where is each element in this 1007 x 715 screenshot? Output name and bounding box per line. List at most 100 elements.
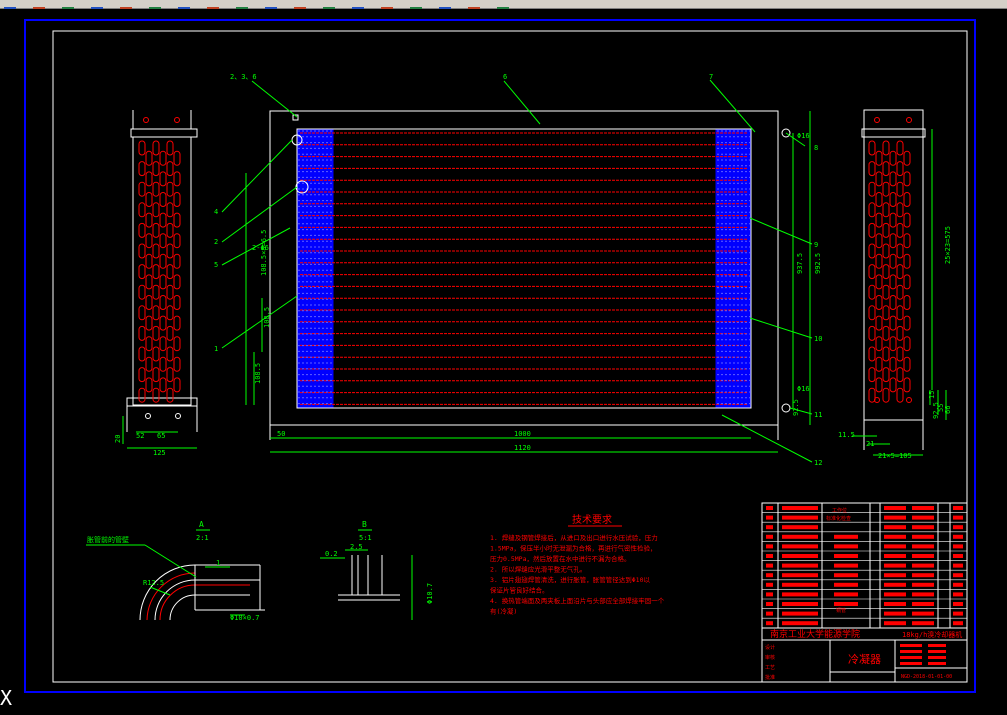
tb-entry <box>912 611 934 616</box>
dim-text: 2.5 <box>350 543 363 551</box>
dim-text: 25×23=575 <box>944 226 952 264</box>
tube-slot <box>159 295 167 310</box>
toolbar-icon[interactable] <box>410 0 422 9</box>
tube-slot <box>868 264 876 280</box>
tb-entry <box>782 602 818 606</box>
toolbar-icon[interactable] <box>294 0 306 9</box>
toolbar-icon[interactable] <box>91 0 103 9</box>
tube-slot <box>882 264 890 280</box>
tube-slot <box>145 192 153 207</box>
leader-label: 10 <box>814 335 822 343</box>
tube-slot <box>868 140 876 156</box>
tube-slot <box>159 212 167 228</box>
tube-slot <box>159 274 167 290</box>
toolbar-icon[interactable] <box>439 0 451 9</box>
dim-text: Φ10×0.7 <box>230 614 260 622</box>
tb-entry <box>884 515 906 520</box>
right-view-slots <box>868 140 911 403</box>
tube-slot <box>159 356 167 372</box>
tb-entry <box>884 554 906 558</box>
tube-slot <box>166 367 174 383</box>
tb-entry <box>766 534 773 539</box>
tube-slot <box>882 305 890 321</box>
tb-entry <box>912 525 934 530</box>
title-block <box>761 502 968 683</box>
leader-label: 9 <box>814 241 818 249</box>
tube-slot <box>875 212 883 228</box>
tube-slot <box>138 305 146 321</box>
tb-entry <box>884 563 906 568</box>
tube-slot <box>889 274 897 290</box>
dim-text: 55 <box>937 404 945 412</box>
tube-slot <box>882 346 890 362</box>
tube-slot <box>138 325 146 341</box>
toolbar-icon[interactable] <box>381 0 393 9</box>
tube-slot <box>882 222 890 238</box>
tube-slot <box>868 202 876 218</box>
tb-entry <box>953 592 963 597</box>
tb-entry <box>953 525 963 530</box>
tube-slot <box>875 253 883 269</box>
dim-text: Φ16 <box>797 385 810 393</box>
tb-entry <box>766 525 773 530</box>
tube-slot <box>868 325 876 341</box>
tube-slot <box>868 161 876 177</box>
tb-entry <box>928 644 946 647</box>
tube-slot <box>875 295 883 310</box>
tb-entry <box>953 534 963 539</box>
toolbar-icon[interactable] <box>236 0 248 9</box>
toolbar-icon[interactable] <box>497 0 509 9</box>
dim-text: 11.5 <box>838 431 855 439</box>
toolbar-icon[interactable] <box>149 0 161 9</box>
tube-slot <box>868 181 876 197</box>
tb-label: 批准 <box>765 674 775 681</box>
tb-entry <box>900 644 922 647</box>
tech-req-line: 压力0.5MPa，然后放置在水中进行不漏为合格。 <box>490 554 630 563</box>
tb-entry <box>912 515 934 520</box>
tech-req-line: 有(冷凝) <box>490 607 517 616</box>
tube-slot <box>173 150 181 166</box>
tube-slot <box>882 243 890 259</box>
tube-slot <box>903 377 911 393</box>
tech-req-line: 保证片管良好结合。 <box>490 586 549 595</box>
toolbar-icon[interactable] <box>265 0 277 9</box>
tube-slot <box>145 212 153 228</box>
tube-slot <box>903 150 911 166</box>
tb-entry <box>928 656 946 659</box>
tb-entry <box>834 534 858 539</box>
toolbar-icon[interactable] <box>323 0 335 9</box>
tube-slot <box>868 346 876 362</box>
tube-slot <box>159 150 167 166</box>
toolbar-icon[interactable] <box>4 0 16 9</box>
toolbar-icon[interactable] <box>468 0 480 9</box>
leader-label: 8 <box>814 144 818 152</box>
toolbar-icon[interactable] <box>33 0 45 9</box>
tube-slot <box>152 346 160 362</box>
tb-entry <box>884 506 906 510</box>
tb-entry <box>912 602 934 606</box>
tb-drawing-name: 冷凝器 <box>848 652 881 666</box>
tb-entry <box>834 592 858 597</box>
toolbar-icon[interactable] <box>352 0 364 9</box>
tube-slot <box>152 387 160 403</box>
tube-slot <box>896 243 904 259</box>
tb-entry <box>884 573 906 578</box>
dim-text: Φ10.7 <box>426 583 434 604</box>
leader-label: 7 <box>709 73 713 81</box>
dim-text: 937.5 <box>796 253 804 274</box>
tube-slot <box>173 192 181 207</box>
toolbar-icon[interactable] <box>62 0 74 9</box>
leader-label: 4 <box>214 208 218 216</box>
tube-slot <box>166 243 174 259</box>
toolbar-icon[interactable] <box>207 0 219 9</box>
tube-slot <box>152 284 160 300</box>
toolbar-icon[interactable] <box>120 0 132 9</box>
tb-entry <box>766 592 773 597</box>
toolbar <box>0 0 1007 9</box>
tube-slot <box>145 356 153 372</box>
toolbar-icon[interactable] <box>178 0 190 9</box>
tube-slot <box>159 315 167 331</box>
drawing-canvas[interactable]: 20 52 65 125 50 1000 1120 108.5×8=6.5 10… <box>0 9 1007 715</box>
tb-entry <box>884 592 906 597</box>
tb-entry <box>884 544 906 549</box>
